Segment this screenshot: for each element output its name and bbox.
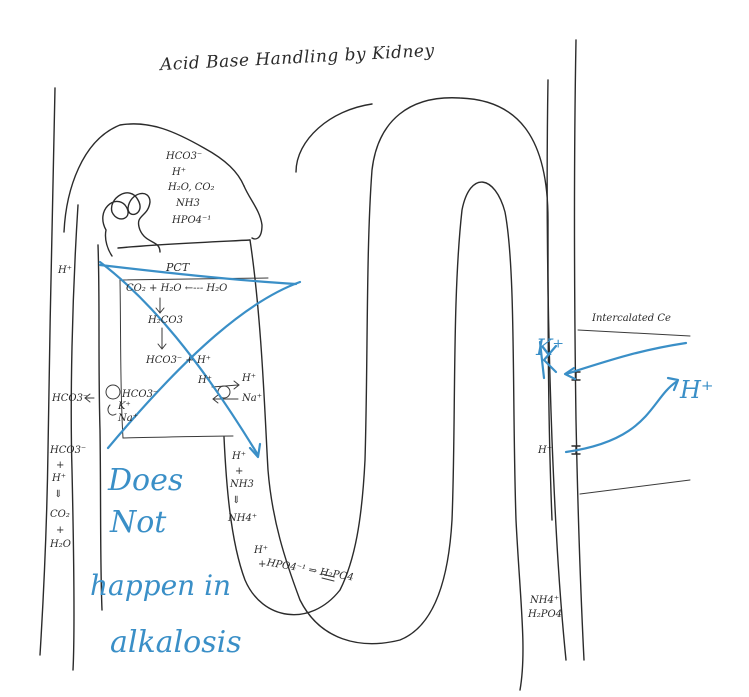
pct-lumen-h-left: H⁺	[198, 375, 212, 386]
pct-cell-bottom	[122, 435, 234, 439]
blood-stack-h2o: H₂O	[50, 539, 71, 550]
intercalated-cell-bottom	[579, 479, 691, 495]
k-arrow	[564, 341, 688, 376]
arrow-hpo4-to-h2po4	[321, 573, 335, 582]
pct-basolateral-bicarb: HCO3⁻	[122, 389, 159, 400]
pct-basolateral-k: K⁺	[118, 401, 131, 412]
basolateral-transporter-lower	[107, 404, 117, 416]
arrow-h-secretion	[211, 380, 240, 390]
lumen-stack-plus: +	[235, 466, 244, 477]
glomerulus-knot	[102, 192, 161, 257]
left-tubule-outer-wall	[39, 87, 56, 656]
annotation-note-line-2: Not	[110, 505, 167, 540]
pct-cell-left	[119, 279, 124, 439]
blood-stack-arrow: ⇓	[54, 489, 63, 500]
pct-label: PCT	[166, 261, 190, 274]
annotation-note-line-3: happen in	[90, 569, 232, 602]
cross-out-stroke-1	[98, 260, 260, 457]
blood-h-plus: H⁺	[58, 265, 72, 276]
annotation-note-line-1: Does	[108, 463, 184, 498]
lumen-stack-nh3: NH3	[230, 479, 254, 490]
blood-hco3-out: HCO3⁻	[52, 393, 89, 404]
intercalated-cell-label: Intercalated Ce	[592, 313, 671, 324]
annotation-h-plus: H⁺	[680, 376, 714, 404]
pct-lumen-na: Na⁺	[242, 393, 262, 404]
h-arrow	[564, 380, 678, 454]
loop-inner-wall	[223, 97, 553, 616]
glom-solute-hco3: HCO3⁻	[166, 151, 203, 162]
loop-plus: +	[258, 559, 267, 570]
cd-product-nh4: NH4⁺	[530, 595, 560, 606]
bowman-capsule-arch	[63, 123, 245, 233]
left-tubule-inner-wall	[70, 204, 79, 671]
pct-reaction-2: HCO3⁻ + H⁺	[146, 355, 211, 366]
blood-stack-co2: CO₂	[50, 509, 70, 520]
cd-product-h2po4: H₂PO4	[528, 609, 563, 620]
k-letter-stroke	[538, 340, 558, 380]
blood-stack-h: H⁺	[52, 473, 66, 484]
pct-basolateral-na: Na⁺	[118, 413, 138, 424]
glom-solute-hpo4: HPO4⁻¹	[172, 215, 212, 226]
blood-stack-plus-1: +	[56, 460, 65, 471]
k-arrow-head	[563, 366, 577, 381]
lumen-stack-arrow: ⇓	[232, 495, 241, 506]
basolateral-transporter	[105, 384, 121, 400]
pct-cell-top	[119, 277, 269, 281]
pct-lumen-h-right: H⁺	[242, 373, 256, 384]
cross-out-underline	[98, 263, 298, 286]
pct-reaction-1: CO₂ + H₂O ←--- H₂O	[126, 283, 228, 294]
blood-stack-plus-2: +	[56, 525, 65, 536]
pct-left-wall	[97, 244, 103, 611]
cd-h-plus: H⁺	[538, 445, 552, 456]
annotation-k-plus: K⁺	[536, 336, 565, 361]
glom-solute-nh3: NH3	[176, 198, 200, 209]
capsule-top-line	[243, 185, 263, 240]
annotation-note-line-4: alkalosis	[110, 625, 242, 660]
arrow-na-uptake	[212, 394, 239, 404]
intercalated-cell-top	[577, 329, 691, 337]
arrow-dissociation-down	[157, 327, 167, 350]
arrow-h2co3-down	[155, 297, 165, 314]
collecting-duct-left-wall	[546, 79, 567, 661]
lumen-stack-nh4: NH4⁺	[228, 513, 258, 524]
pct-intermediate: H₂CO3	[148, 315, 183, 326]
lumen-stack-h: H⁺	[232, 451, 246, 462]
cross-out-stroke-2	[106, 280, 302, 450]
pct-right-wall	[249, 181, 524, 691]
glom-solute-h: H⁺	[172, 167, 186, 178]
cross-out-stroke-1-head	[248, 442, 262, 459]
blood-stack-hco3: HCO3⁻	[50, 445, 87, 456]
loop-top-wall	[295, 103, 373, 173]
pct-top-boundary	[117, 239, 251, 249]
arrow-bicarb-out	[84, 393, 95, 403]
h-arrow-head	[666, 376, 680, 392]
loop-h-plus: H⁺	[254, 545, 268, 556]
collecting-duct-right-wall	[573, 39, 585, 661]
glom-solute-h2o-co2: H₂O, CO₂	[168, 182, 215, 193]
